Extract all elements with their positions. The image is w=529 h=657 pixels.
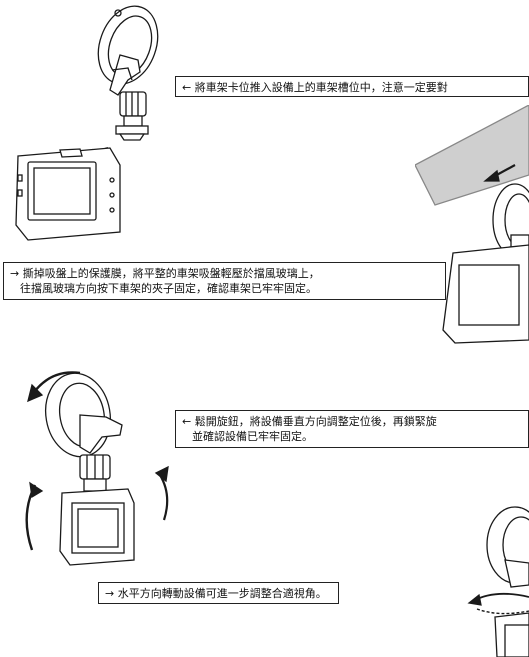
- horizontal-adjust-illustration: [455, 505, 529, 657]
- step-1-text: ← 將車架卡位推入設備上的車架槽位中，注意一定要對: [182, 81, 448, 94]
- step-2-callout: → 撕掉吸盤上的保護膜，將平整的車架吸盤輕壓於擋風玻璃上， 往擋風玻璃方向按下車…: [3, 262, 446, 300]
- step-3-text-line-2: 並確認設備已牢牢固定。: [192, 430, 313, 443]
- step-2-text-line-1: → 撕掉吸盤上的保護膜，將平整的車架吸盤輕壓於擋風玻璃上，: [10, 267, 320, 280]
- mount-attach-illustration: [0, 0, 175, 245]
- step-2-text-line-2: 往擋風玻璃方向按下車架的夾子固定，確認車架已牢牢固定。: [20, 282, 317, 295]
- step-3-callout: ← 鬆開旋鈕，將設備垂直方向調整定位後，再鎖緊旋 並確認設備已牢牢固定。: [175, 410, 529, 448]
- step-4-callout: → 水平方向轉動設備可進一步調整合適視角。: [98, 582, 339, 604]
- step-3-text-line-1: ← 鬆開旋鈕，將設備垂直方向調整定位後，再鎖緊旋: [182, 415, 437, 428]
- windshield-mount-illustration: [415, 105, 529, 345]
- step-4-text: → 水平方向轉動設備可進一步調整合適視角。: [105, 587, 327, 600]
- step-1-callout: ← 將車架卡位推入設備上的車架槽位中，注意一定要對: [175, 76, 529, 97]
- vertical-adjust-illustration: [10, 355, 175, 630]
